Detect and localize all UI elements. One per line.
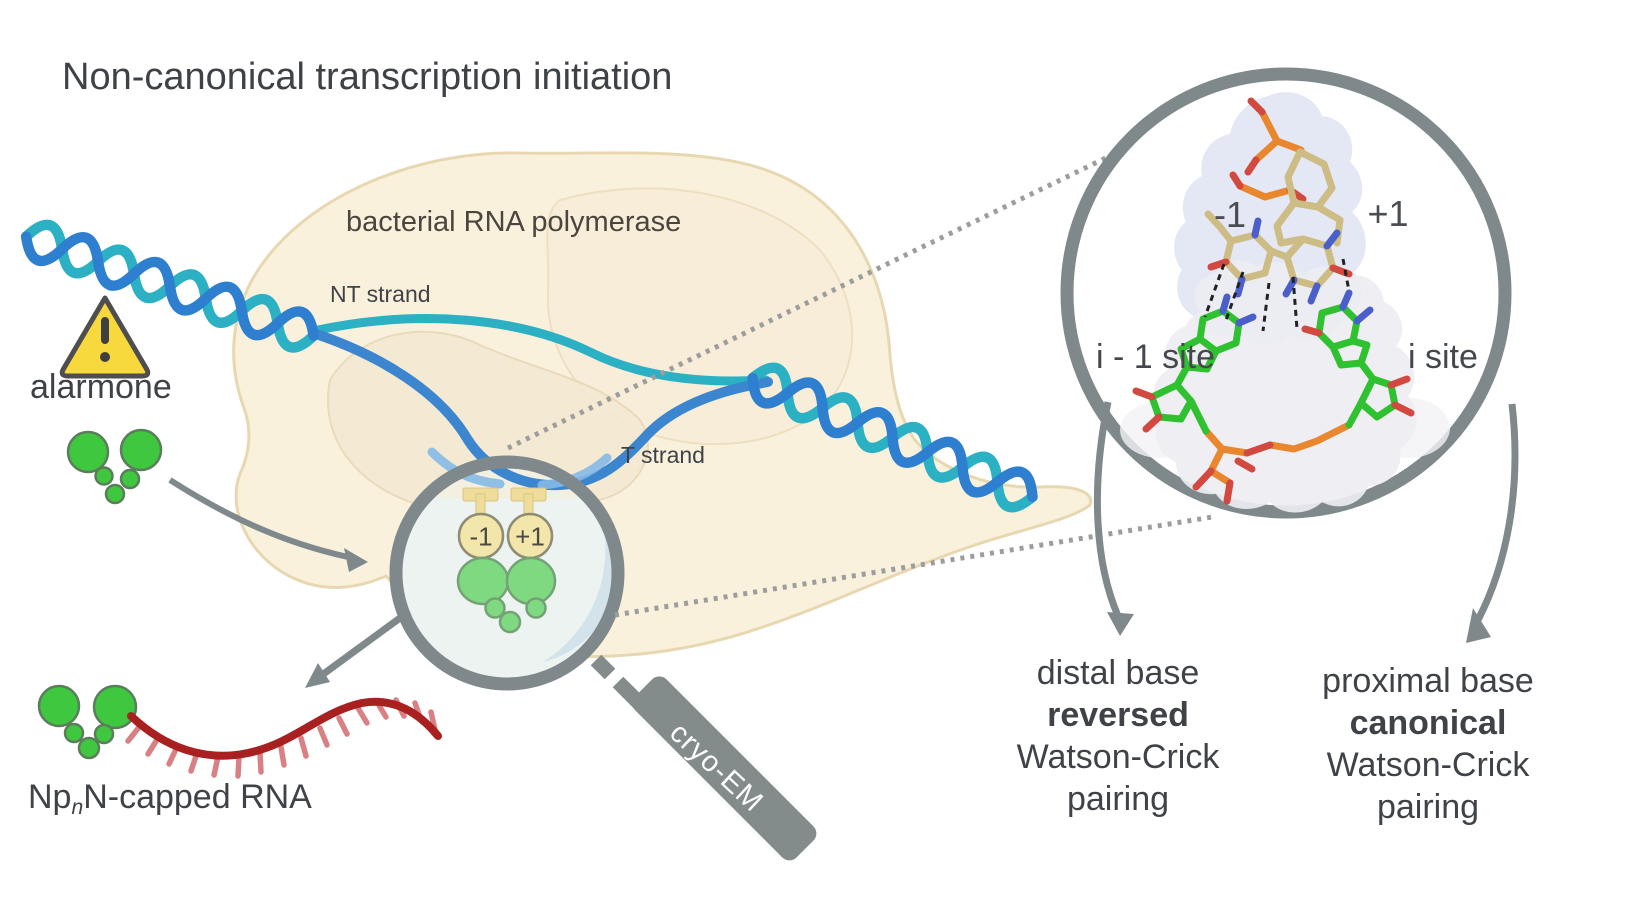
molecular-structure bbox=[1120, 92, 1450, 513]
lens-highlight bbox=[543, 516, 617, 662]
zoom-dotted-line-lower bbox=[614, 514, 1213, 618]
annotation-line: proximal base bbox=[1322, 662, 1534, 700]
alarmone-dinucleotide-sticks bbox=[1132, 289, 1415, 505]
rna-cap-molecule bbox=[37, 684, 138, 760]
arrow-alarmone-to-magnifier bbox=[168, 477, 368, 572]
magnifying-glass bbox=[389, 455, 817, 861]
annotation-line-bold: reversed bbox=[1047, 696, 1189, 734]
arrow-to-proximal-label bbox=[1466, 403, 1519, 643]
figure-title: Non-canonical transcription initiation bbox=[62, 56, 673, 98]
annotation-line-bold: canonical bbox=[1349, 704, 1507, 742]
alarmone-molecule bbox=[66, 428, 163, 505]
zoomview-minus1-label: -1 bbox=[1213, 194, 1247, 235]
i-site-label: i site bbox=[1408, 338, 1478, 376]
magnifier-alarmone bbox=[456, 556, 557, 634]
hydrogen-bonds bbox=[1203, 258, 1351, 332]
rna-label-prefix: Np bbox=[28, 778, 72, 816]
annotation-line: Watson-Crick bbox=[1016, 738, 1220, 776]
annotation-line: Watson-Crick bbox=[1326, 746, 1530, 784]
alarmone-label: alarmone bbox=[30, 368, 172, 406]
rna-label-suffix: N-capped RNA bbox=[83, 778, 312, 816]
arrow-to-distal-label bbox=[1093, 401, 1134, 636]
annotation-line: pairing bbox=[1066, 780, 1170, 818]
zoomview-plus1-label: +1 bbox=[1367, 193, 1409, 234]
annotation-line: distal base bbox=[1036, 654, 1200, 692]
annotation-line: pairing bbox=[1376, 788, 1480, 826]
nt-strand-label: NT strand bbox=[330, 281, 431, 307]
warning-icon bbox=[59, 295, 151, 379]
downstream-dna-helix bbox=[747, 362, 1038, 513]
rna-product-label: NpnN-capped RNA bbox=[28, 778, 312, 820]
arrow-magnifier-to-rna bbox=[305, 615, 403, 688]
magnifier-ring bbox=[389, 455, 625, 691]
upstream-dna-helix bbox=[20, 219, 319, 353]
dna-base-pegs bbox=[462, 487, 547, 519]
magnifier-handle bbox=[590, 654, 817, 861]
magnifier-plus1-label: +1 bbox=[515, 521, 545, 552]
rna-strand bbox=[125, 697, 442, 779]
template-dinucleotide-sticks bbox=[1204, 97, 1353, 305]
nt-strand bbox=[308, 314, 771, 386]
distal-base-annotation: distal base reversed Watson-Crick pairin… bbox=[1013, 652, 1223, 820]
zoom-dotted-line-upper bbox=[506, 149, 1120, 451]
t-strand-label: T strand bbox=[621, 442, 705, 468]
proximal-base-annotation: proximal base canonical Watson-Crick pai… bbox=[1308, 660, 1548, 828]
rna-label-subscript: n bbox=[71, 795, 84, 819]
polymerase-inner-lobe-upper bbox=[546, 187, 854, 446]
i-minus-1-site-label: i - 1 site bbox=[1096, 338, 1216, 376]
polymerase-label: bacterial RNA polymerase bbox=[346, 206, 682, 238]
magnifier-minus1-label: -1 bbox=[469, 521, 493, 552]
